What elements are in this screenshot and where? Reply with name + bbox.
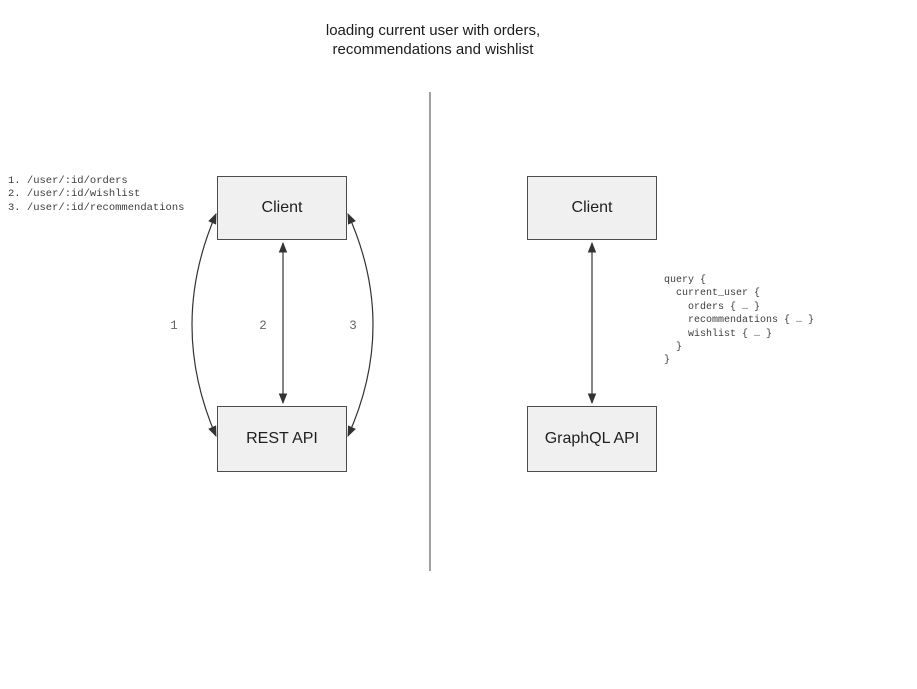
client-box-left: Client [217, 176, 347, 240]
title-line-1: loading current user with orders, [325, 22, 541, 39]
client-box-left-label: Client [261, 199, 303, 216]
rest-arrow-1-curve [191, 213, 217, 437]
endpoint-recommendations: 3. /user/:id/recommendations [8, 201, 185, 214]
client-box-right: Client [527, 176, 657, 240]
rest-api-box: REST API [217, 406, 347, 472]
rest-endpoint-list: 1. /user/:id/orders 2. /user/:id/wishlis… [8, 175, 184, 215]
title-line-2: recommendations and wishlist [332, 41, 534, 58]
diagram-title: loading current user with orders, recomm… [326, 21, 540, 59]
rest-api-box-label: REST API [246, 430, 318, 447]
graphql-api-box: GraphQL API [527, 406, 657, 472]
client-box-right-label: Client [571, 199, 613, 216]
graphql-query-text: query { current_user { orders { … } reco… [664, 275, 815, 367]
endpoint-orders: 1. /user/:id/orders [8, 175, 128, 187]
graphql-api-box-label: GraphQL API [544, 430, 640, 447]
arrow-label-1: 1 [170, 319, 178, 333]
arrow-label-2: 2 [259, 319, 267, 333]
endpoint-wishlist: 2. /user/:id/wishlist [8, 188, 141, 201]
rest-arrow-3-curve [347, 213, 374, 437]
arrow-label-3: 3 [349, 319, 357, 333]
